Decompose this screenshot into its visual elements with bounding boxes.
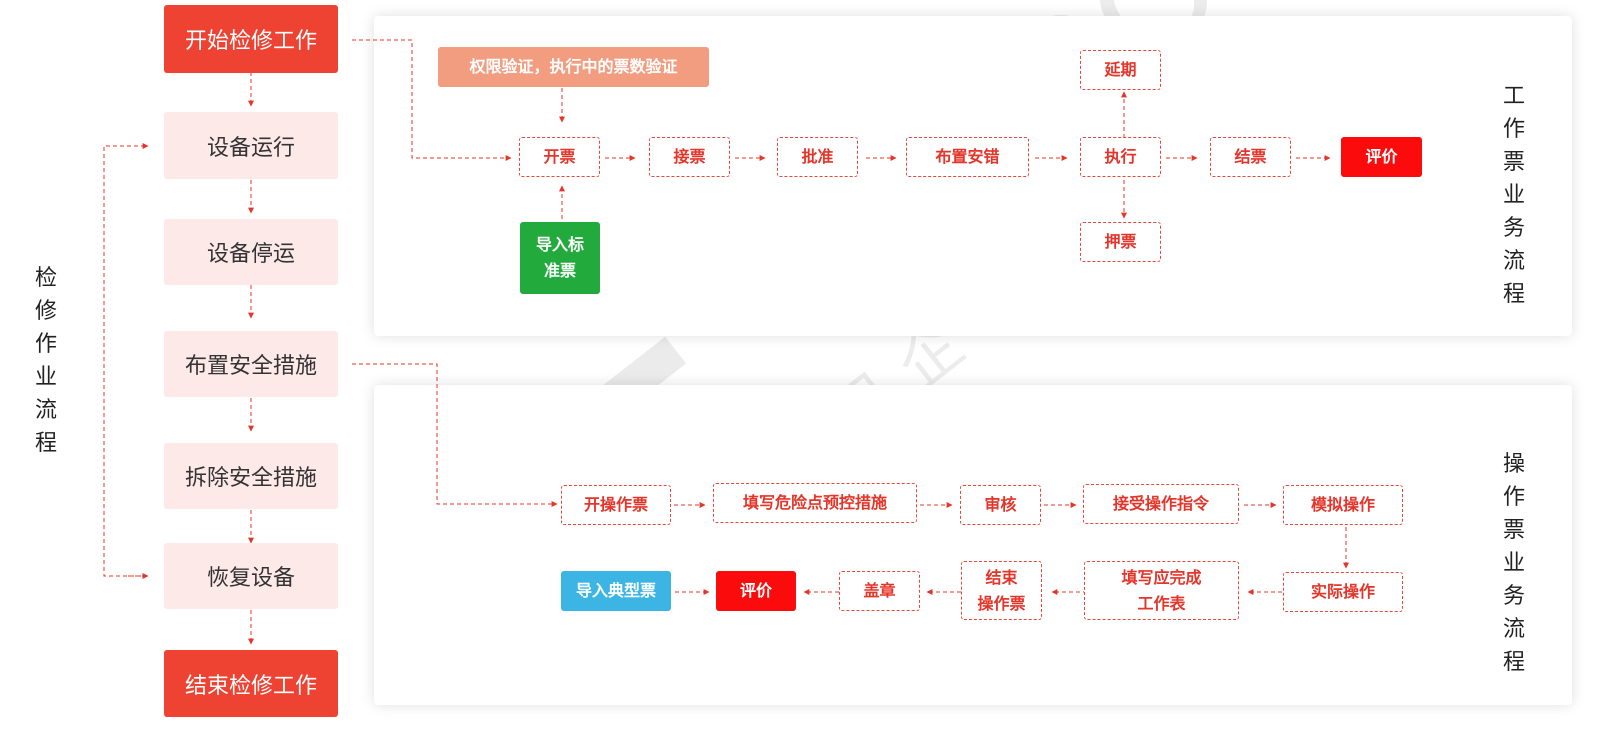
work-ticket-title-char: 工 xyxy=(1502,84,1525,109)
actual-op-node[interactable]: 实际操作 xyxy=(1283,572,1403,612)
work-ticket-title-char: 务 xyxy=(1502,216,1525,241)
work-ticket-title-char: 业 xyxy=(1502,183,1525,208)
accept-command-node[interactable]: 接受操作指令 xyxy=(1083,484,1239,524)
arrange-node[interactable]: 布置安错 xyxy=(906,137,1029,177)
left-title: 检修作业流程 xyxy=(31,262,61,460)
end-maintenance-step[interactable]: 结束检修工作 xyxy=(164,650,338,717)
work-ticket-title-char: 票 xyxy=(1502,150,1525,175)
op-ticket-title-char: 作 xyxy=(1502,485,1525,510)
start-maintenance-step[interactable]: 开始检修工作 xyxy=(164,5,338,73)
fill-work-form-line2: 工作表 xyxy=(1137,593,1186,613)
pledge-node[interactable]: 押票 xyxy=(1080,222,1161,262)
work-ticket-title-char: 流 xyxy=(1502,249,1525,274)
simulate-op-node[interactable]: 模拟操作 xyxy=(1283,485,1403,525)
approve-node[interactable]: 批准 xyxy=(777,137,858,177)
op-ticket-title-char: 程 xyxy=(1502,650,1525,675)
stamp-node[interactable]: 盖章 xyxy=(839,571,920,611)
left-title-char: 检 xyxy=(34,266,57,291)
work-evaluate-node[interactable]: 评价 xyxy=(1341,137,1422,177)
left-title-char: 修 xyxy=(34,299,57,324)
op-ticket-title-char: 业 xyxy=(1502,551,1525,576)
end-op-ticket-node[interactable]: 结束 操作票 xyxy=(961,561,1042,620)
op-ticket-title-char: 票 xyxy=(1502,518,1525,543)
op-ticket-title-char: 务 xyxy=(1502,584,1525,609)
left-title-char: 业 xyxy=(34,365,57,390)
import-standard-line2: 准票 xyxy=(543,261,576,280)
left-title-char: 程 xyxy=(34,431,57,456)
restore-equipment-step[interactable]: 恢复设备 xyxy=(164,543,338,609)
fill-work-form-line1: 填写应完成 xyxy=(1121,567,1202,587)
execute-node[interactable]: 执行 xyxy=(1080,137,1161,177)
auth-check-node[interactable]: 权限验证，执行中的票数验证 xyxy=(438,47,709,87)
op-ticket-title: 操作票业务流程 xyxy=(1499,448,1529,679)
op-ticket-title-char: 流 xyxy=(1502,617,1525,642)
open-ticket-node[interactable]: 开票 xyxy=(519,137,600,177)
receive-ticket-node[interactable]: 接票 xyxy=(649,137,730,177)
equipment-running-step[interactable]: 设备运行 xyxy=(164,112,338,179)
left-title-char: 流 xyxy=(34,398,57,423)
arrange-safety-step[interactable]: 布置安全措施 xyxy=(164,331,338,397)
fill-risk-measures-node[interactable]: 填写危险点预控措施 xyxy=(713,483,917,523)
import-standard-ticket-node[interactable]: 导入标 准票 xyxy=(520,222,600,294)
fill-work-form-node[interactable]: 填写应完成 工作表 xyxy=(1084,561,1239,620)
equipment-stop-step[interactable]: 设备停运 xyxy=(164,219,338,285)
end-op-ticket-line1: 结束 xyxy=(985,567,1018,587)
import-typical-ticket-node[interactable]: 导入典型票 xyxy=(561,571,671,611)
import-standard-line1: 导入标 xyxy=(535,235,584,254)
close-ticket-node[interactable]: 结票 xyxy=(1210,137,1291,177)
end-op-ticket-line2: 操作票 xyxy=(977,593,1026,613)
review-node[interactable]: 审核 xyxy=(960,485,1041,525)
op-ticket-panel xyxy=(374,385,1572,705)
work-ticket-title-char: 程 xyxy=(1502,282,1525,307)
op-ticket-title-char: 操 xyxy=(1502,452,1525,477)
work-ticket-title: 工作票业务流程 xyxy=(1499,80,1529,311)
work-ticket-title-char: 作 xyxy=(1502,117,1525,142)
extend-node[interactable]: 延期 xyxy=(1080,50,1161,90)
op-evaluate-node[interactable]: 评价 xyxy=(716,571,796,611)
left-title-char: 作 xyxy=(34,332,57,357)
remove-safety-step[interactable]: 拆除安全措施 xyxy=(164,443,338,509)
open-op-ticket-node[interactable]: 开操作票 xyxy=(561,485,671,525)
